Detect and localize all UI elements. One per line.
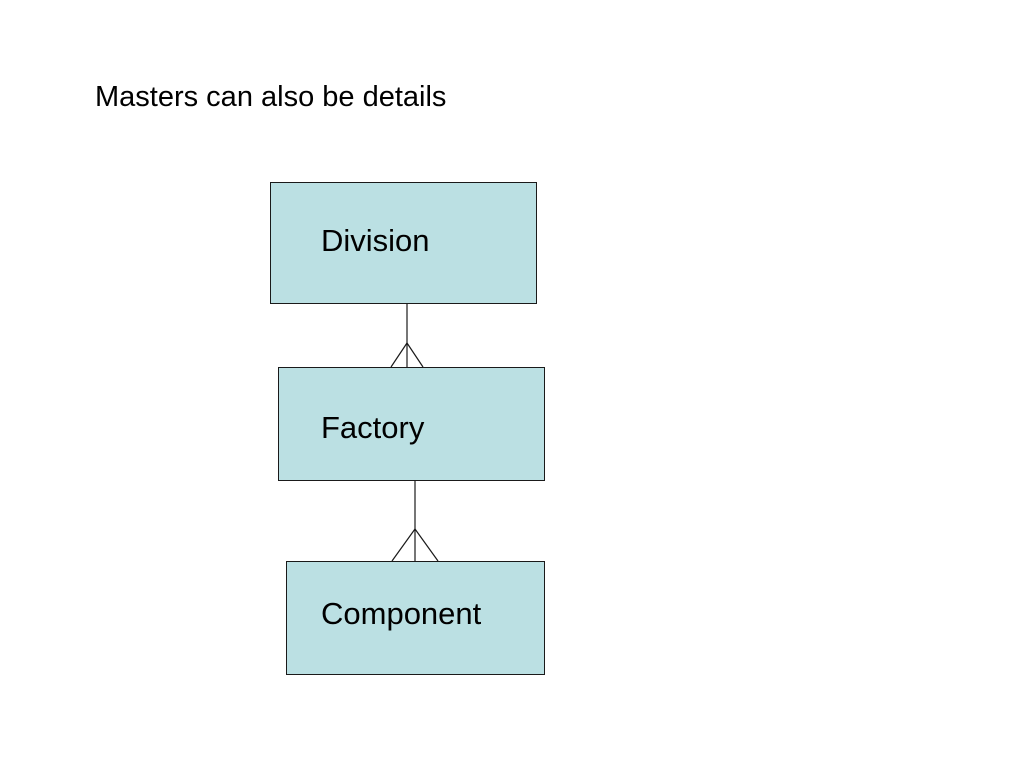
entity-component: Component <box>286 561 545 675</box>
entity-label-division: Division <box>321 223 430 258</box>
crows-foot-left <box>391 528 416 562</box>
entity-division: Division <box>270 182 537 304</box>
relationship-division-factory <box>390 304 424 368</box>
relationship-factory-component <box>391 481 439 562</box>
slide-title: Masters can also be details <box>95 81 447 113</box>
entity-label-factory: Factory <box>321 410 425 445</box>
crows-foot-left <box>390 342 408 368</box>
entity-label-component: Component <box>321 596 482 631</box>
entity-factory: Factory <box>278 367 545 481</box>
crows-foot-right <box>414 528 439 562</box>
crows-foot-right <box>406 342 424 368</box>
